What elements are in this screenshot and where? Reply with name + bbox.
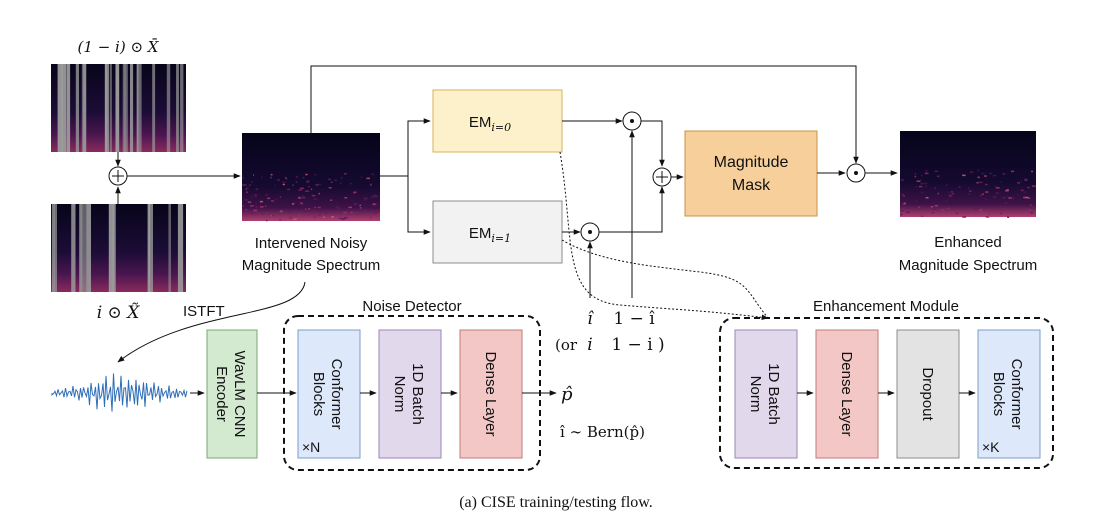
em-i0-block: EMi=0 xyxy=(432,89,563,153)
nd-batchnorm-line1: 1D Batch xyxy=(409,363,426,425)
nd-conformer-line1: Conformer xyxy=(328,359,345,430)
multiply-operator-lower xyxy=(580,222,600,242)
svg-text:EMi=0: EMi=0 xyxy=(469,114,511,134)
em-batchnorm-line1: 1D Batch xyxy=(765,363,782,425)
enhancement-module-title: Enhancement Module xyxy=(813,298,959,315)
enhanced-spectrogram xyxy=(900,131,1036,218)
wavlm-encoder-block: WavLM CNN Encoder xyxy=(206,329,258,459)
em-dense-line1: Dense Layer xyxy=(838,351,855,436)
waveform xyxy=(51,373,188,412)
top-input-label: (1 − i) ⊙ X̄ xyxy=(78,38,160,56)
intervened-label-line1: Intervened Noisy xyxy=(255,235,368,252)
mask-label-line1: Magnitude xyxy=(714,154,789,171)
em-i0-label: EM xyxy=(469,114,492,131)
em-i1-subscript: i=1 xyxy=(491,232,511,245)
add-operator xyxy=(108,166,128,186)
em-dropout-line1: Dropout xyxy=(919,367,936,421)
em-conformer-line2: Blocks xyxy=(990,372,1007,416)
mask-label-line2: Mask xyxy=(732,177,771,194)
intervened-label-line2: Magnitude Spectrum xyxy=(242,257,380,274)
enhanced-label-line1: Enhanced xyxy=(934,234,1002,251)
magnitude-mask-block: Magnitude Mask xyxy=(684,130,818,217)
em-conformer-block: Conformer Blocks ×K xyxy=(977,329,1041,459)
one-minus-i-label: 1 − i ) xyxy=(611,335,664,355)
nd-conformer-multiplier: ×N xyxy=(302,439,320,455)
em-batchnorm-line2: Norm xyxy=(747,376,764,413)
em-batchnorm-block: 1D Batch Norm xyxy=(734,329,798,459)
i-label: i xyxy=(587,335,592,355)
sum-operator xyxy=(652,167,672,187)
p-hat-label: p̂ xyxy=(561,384,573,405)
em-i1-block: EMi=1 xyxy=(432,200,563,264)
nd-conformer-line2: Blocks xyxy=(310,372,327,416)
i-hat-label: î xyxy=(587,309,594,329)
encoder-label-line1: WavLM CNN xyxy=(231,351,248,438)
em1-to-module-link xyxy=(561,239,769,319)
nd-batchnorm-line2: Norm xyxy=(391,376,408,413)
em-i0-subscript: i=0 xyxy=(491,121,511,134)
noise-detector-title: Noise Detector xyxy=(362,298,461,315)
em-conformer-line1: Conformer xyxy=(1008,359,1025,430)
istft-label: ISTFT xyxy=(183,303,225,320)
em-i1-label: EM xyxy=(469,225,492,242)
enhanced-label-line2: Magnitude Spectrum xyxy=(899,257,1037,274)
multiply-operator-upper xyxy=(622,111,642,131)
multiply-operator-final xyxy=(846,163,866,183)
encoder-label-line2: Encoder xyxy=(213,366,230,422)
em-conformer-multiplier: ×K xyxy=(982,439,1000,455)
bottom-input-spectrogram xyxy=(51,204,186,292)
sampling-label: î ∼ Bern(p̂) xyxy=(560,423,645,441)
nd-dense-line1: Dense Layer xyxy=(482,351,499,436)
intervened-spectrogram xyxy=(242,133,380,222)
or-prefix: (or xyxy=(555,336,578,354)
em-dropout-block: Dropout xyxy=(896,329,960,459)
enhancement-module-frame xyxy=(719,317,1054,469)
top-input-spectrogram xyxy=(51,64,186,152)
em0-to-module-link xyxy=(559,151,769,321)
svg-text:EMi=1: EMi=1 xyxy=(469,225,511,245)
nd-conformer-block: Conformer Blocks ×N xyxy=(297,329,361,459)
bottom-input-label: i ⊙ X̃ xyxy=(97,303,140,323)
nd-batchnorm-block: 1D Batch Norm xyxy=(378,329,442,459)
one-minus-i-hat-label: 1 − î xyxy=(613,309,655,329)
figure-caption: (a) CISE training/testing flow. xyxy=(459,494,653,511)
nd-dense-block: Dense Layer xyxy=(459,329,523,459)
em-dense-block: Dense Layer xyxy=(815,329,879,459)
